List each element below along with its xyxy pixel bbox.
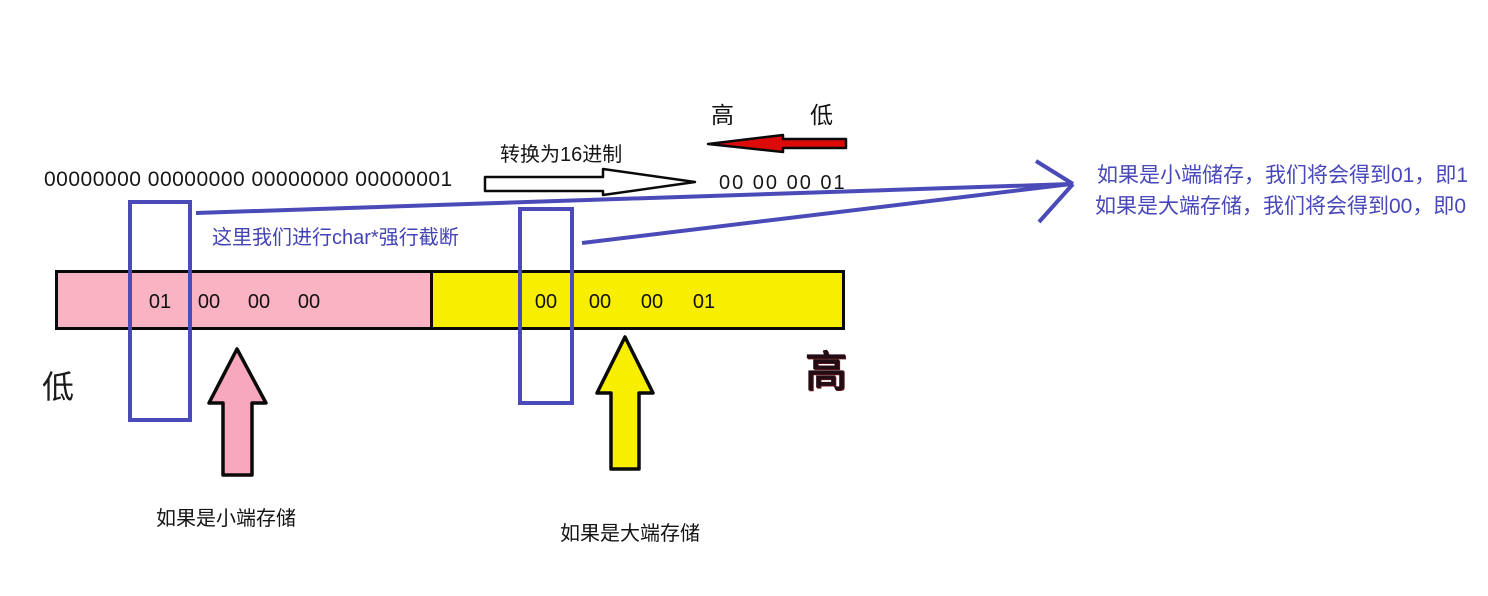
big-endian-arrow-icon bbox=[595, 335, 655, 471]
byte-cell: 00 bbox=[247, 291, 271, 313]
byte-cell: 00 bbox=[588, 291, 612, 313]
little-endian-arrow-icon bbox=[207, 347, 268, 477]
byte-highlight-box-big bbox=[518, 207, 574, 405]
byte-cell: 01 bbox=[148, 291, 172, 313]
byte-highlight-box-little bbox=[128, 200, 192, 422]
byte-cell: 01 bbox=[692, 291, 716, 313]
byte-cell: 00 bbox=[197, 291, 221, 313]
memory-bar bbox=[55, 270, 845, 330]
little-endian-caption: 如果是小端存储 bbox=[156, 508, 296, 530]
big-endian-section bbox=[433, 273, 842, 327]
byte-cell: 00 bbox=[297, 291, 321, 313]
result-little-endian: 如果是小端储存，我们将会得到01，即1 bbox=[1097, 164, 1469, 187]
binary-value: 00000000 00000000 00000000 00000001 bbox=[44, 168, 453, 191]
bottom-low-label: 低 bbox=[42, 369, 75, 405]
byte-cell: 00 bbox=[640, 291, 664, 313]
top-high-label: 高 bbox=[711, 102, 734, 128]
top-low-label: 低 bbox=[810, 102, 833, 128]
convert-right-arrow-icon bbox=[483, 167, 697, 197]
byte-cell: 00 bbox=[534, 291, 558, 313]
red-left-arrow-icon bbox=[706, 133, 848, 154]
result-big-endian: 如果是大端存储，我们将会得到00，即0 bbox=[1095, 195, 1467, 218]
bottom-high-label: 高 bbox=[805, 348, 848, 395]
hex-value: 00 00 00 01 bbox=[719, 172, 847, 194]
convert-to-hex-label: 转换为16进制 bbox=[500, 144, 623, 166]
truncate-note: 这里我们进行char*强行截断 bbox=[212, 227, 459, 249]
little-endian-section bbox=[58, 273, 433, 327]
big-endian-caption: 如果是大端存储 bbox=[560, 523, 700, 545]
